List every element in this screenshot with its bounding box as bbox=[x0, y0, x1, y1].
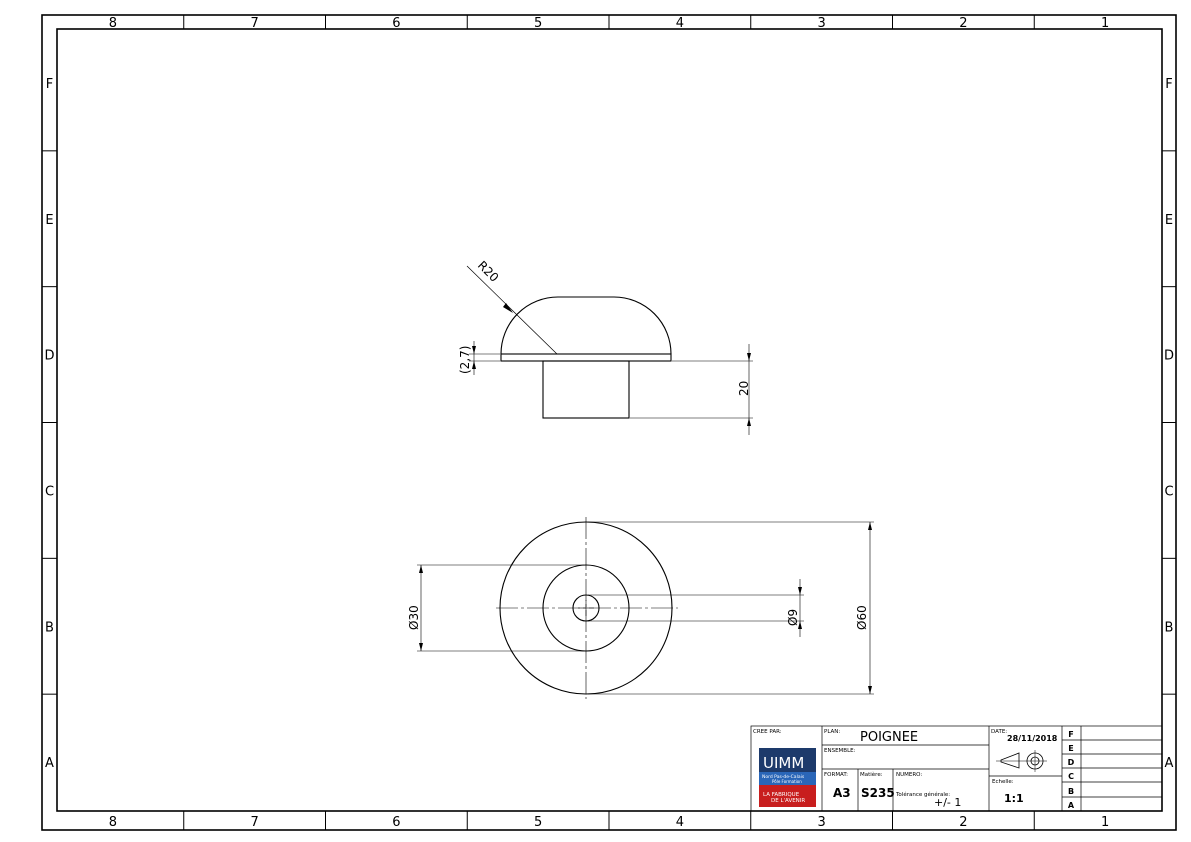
material-value: S235 bbox=[861, 786, 895, 800]
column-label-bottom: 1 bbox=[1101, 815, 1109, 830]
tolerance-label: Tolérance générale: bbox=[895, 791, 950, 798]
revision-letter: A bbox=[1068, 801, 1075, 810]
d30-arrow-top bbox=[419, 565, 423, 573]
column-label-top: 6 bbox=[392, 16, 400, 31]
date-value: 28/11/2018 bbox=[1007, 734, 1058, 743]
plan-value: POIGNEE bbox=[860, 730, 918, 745]
cap-base-flange bbox=[500, 353, 672, 362]
column-label-top: 1 bbox=[1101, 16, 1109, 31]
row-label-left: B bbox=[45, 620, 54, 635]
row-label-left: F bbox=[46, 77, 53, 92]
column-label-top: 8 bbox=[109, 16, 117, 31]
format-value: A3 bbox=[833, 786, 851, 800]
format-label: FORMAT: bbox=[824, 772, 848, 778]
revision-letter: E bbox=[1068, 744, 1073, 753]
title-block: CREE PAR: PLAN: POIGNEE DATE: 28/11/2018… bbox=[750, 725, 1163, 812]
assembly-label: ENSEMBLE: bbox=[824, 748, 856, 754]
column-label-bottom: 3 bbox=[817, 815, 825, 830]
column-label-top: 3 bbox=[817, 16, 825, 31]
revision-letter: C bbox=[1068, 772, 1074, 781]
thickness-arrow-top bbox=[472, 346, 476, 354]
d60-arrow-top bbox=[868, 522, 872, 530]
row-label-right: D bbox=[1164, 349, 1174, 364]
plan-label: PLAN: bbox=[824, 729, 840, 735]
d9-arrow-top bbox=[798, 587, 802, 595]
d9-label: Ø9 bbox=[786, 609, 800, 626]
radius-label: R20 bbox=[475, 258, 502, 285]
logo-name: UIMM bbox=[763, 754, 804, 772]
logo-line3: LA FABRIQUE bbox=[763, 792, 800, 798]
zone-ticks bbox=[42, 15, 1176, 830]
d60-label: Ø60 bbox=[855, 605, 869, 630]
column-label-top: 7 bbox=[250, 16, 258, 31]
logo-line1: Nord Pas-de-Calais bbox=[762, 774, 805, 780]
logo-line2: Pôle Formation bbox=[772, 779, 802, 784]
row-label-right: C bbox=[1164, 484, 1173, 499]
date-label: DATE: bbox=[991, 729, 1007, 735]
row-label-left: A bbox=[45, 756, 54, 771]
column-label-bottom: 5 bbox=[534, 815, 542, 830]
column-label-top: 5 bbox=[534, 16, 542, 31]
number-label: NUMERO: bbox=[896, 772, 922, 778]
column-label-top: 4 bbox=[676, 16, 684, 31]
revision-letter: B bbox=[1068, 787, 1074, 796]
column-label-bottom: 4 bbox=[676, 815, 684, 830]
row-label-right: B bbox=[1165, 620, 1174, 635]
logo-line4: DE L'AVENIR bbox=[771, 798, 805, 804]
row-label-left: E bbox=[45, 213, 53, 228]
d30-label: Ø30 bbox=[407, 605, 421, 630]
row-label-right: E bbox=[1165, 213, 1173, 228]
uimm-logo: UIMM Nord Pas-de-Calais Pôle Formation L… bbox=[759, 748, 816, 807]
row-label-left: C bbox=[45, 484, 54, 499]
created-by-label: CREE PAR: bbox=[753, 729, 782, 735]
cap-dome bbox=[500, 296, 672, 355]
height-arrow-bottom bbox=[747, 418, 751, 426]
front-view: R20 (2,7) 20 bbox=[458, 258, 753, 435]
thickness-label: (2,7) bbox=[458, 346, 472, 374]
outer-frame bbox=[41, 14, 1177, 831]
row-label-right: F bbox=[1165, 77, 1172, 92]
column-label-bottom: 2 bbox=[959, 815, 967, 830]
logo-bottom-block bbox=[759, 785, 816, 807]
radius-leader bbox=[466, 265, 558, 355]
scale-label: Echelle: bbox=[992, 779, 1014, 785]
radius-arrow bbox=[503, 303, 513, 313]
column-label-bottom: 6 bbox=[392, 815, 400, 830]
thickness-arrow-bottom bbox=[472, 361, 476, 369]
d30-arrow-bottom bbox=[419, 643, 423, 651]
column-label-top: 2 bbox=[959, 16, 967, 31]
row-label-left: D bbox=[44, 349, 54, 364]
height-arrow-top bbox=[747, 353, 751, 361]
column-label-bottom: 8 bbox=[109, 815, 117, 830]
projection-symbol-icon bbox=[996, 750, 1047, 772]
revision-letter: F bbox=[1068, 730, 1073, 739]
material-label: Matière: bbox=[860, 771, 883, 778]
tolerance-value: +/- 1 bbox=[934, 796, 961, 809]
d60-arrow-bottom bbox=[868, 686, 872, 694]
logo-top-block bbox=[759, 748, 816, 772]
revision-letter: D bbox=[1068, 758, 1075, 767]
scale-value: 1:1 bbox=[1004, 792, 1024, 805]
height-label: 20 bbox=[737, 381, 751, 396]
row-label-right: A bbox=[1165, 756, 1174, 771]
top-view: Ø30 Ø9 Ø60 bbox=[407, 517, 874, 699]
handle-stem bbox=[542, 360, 630, 419]
logo-mid-block bbox=[759, 772, 816, 785]
column-label-bottom: 7 bbox=[250, 815, 258, 830]
d9-arrow-bottom bbox=[798, 621, 802, 629]
